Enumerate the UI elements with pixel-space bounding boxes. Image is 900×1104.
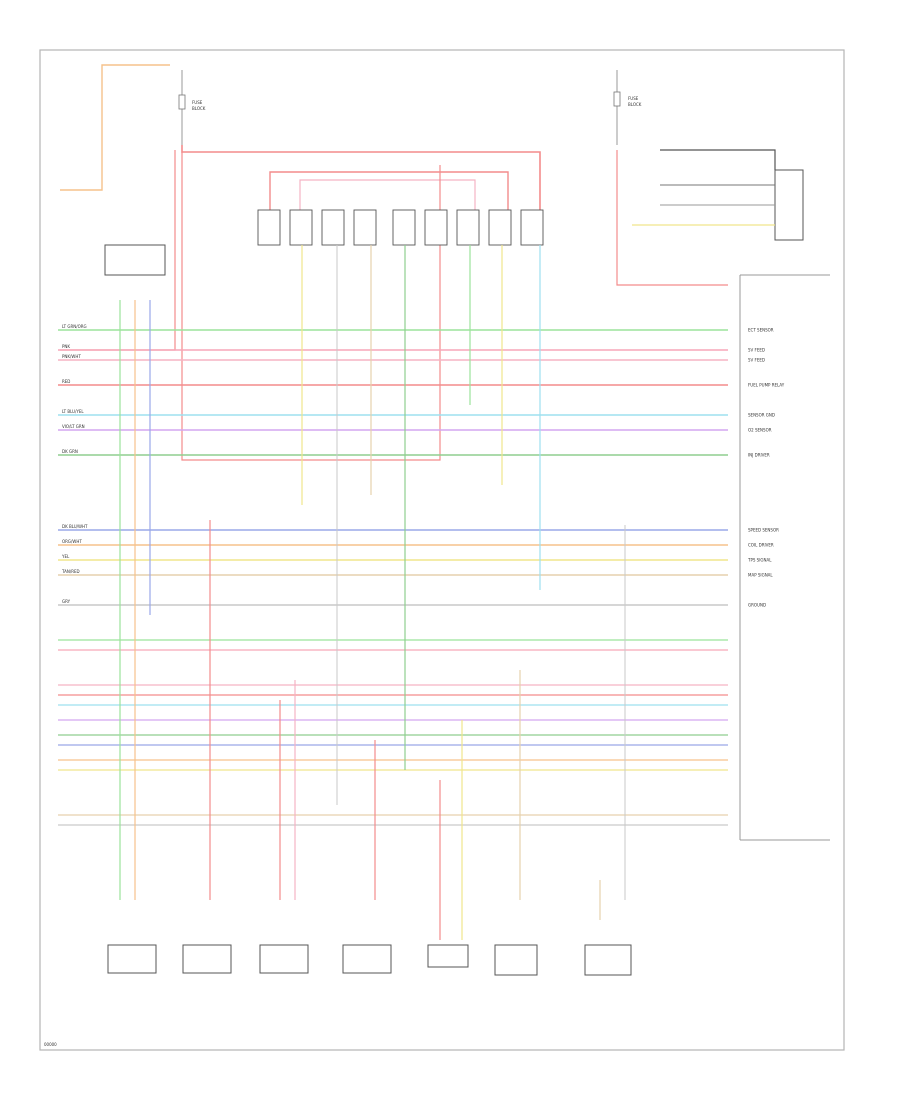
wire-left-label: GRY [62, 599, 71, 604]
right-module-box [774, 169, 804, 241]
wire-right-label: MAP SIGNAL [748, 573, 773, 578]
wire-left-label: ORG/WHT [62, 539, 82, 544]
left-sensor-box [104, 244, 166, 276]
wire-left-label: YEL [61, 554, 70, 559]
bottom-connectors [107, 944, 632, 976]
wire-right-label: COIL DRIVER [748, 543, 774, 548]
wire-left-label: TAN/RED [61, 569, 80, 574]
wire-left-label: DK GRN [62, 449, 78, 454]
svg-text:BLOCK: BLOCK [628, 102, 642, 107]
horizontal-wire-group [58, 329, 728, 826]
svg-text:BLOCK: BLOCK [192, 106, 206, 111]
diagram-border [39, 49, 845, 1051]
fuse-right [613, 91, 621, 107]
wire-left-label: VIO/LT GRN [62, 424, 85, 429]
wire-right-label: 5V FEED [748, 348, 765, 353]
wire-left-label: DK BLU/WHT [62, 524, 88, 529]
wire-left-label: LT BLU/YEL [62, 409, 84, 414]
wire-label-group: LT GRN/ORG ECT SENSOR PNK 5V FEED PNK/WHT 5V … [61, 324, 785, 608]
wire-left-label: PNK/WHT [62, 354, 81, 359]
wire-right-label: SENSOR GND [748, 413, 775, 418]
wire-left-label: RED [62, 379, 70, 384]
wire-orange-feed [60, 64, 170, 191]
red-power-bus-3 [299, 179, 476, 210]
wire-right-label: SPEED SENSOR [748, 528, 779, 533]
wire-right-label: FUEL PUMP RELAY [748, 383, 785, 388]
wire-right-label: GROUND [748, 603, 766, 608]
right-red-feed [616, 150, 728, 286]
svg-text:FUSE: FUSE [192, 100, 203, 105]
wire-right-label: ECT SENSOR [748, 328, 774, 333]
wire-right-label: TPS SIGNAL [747, 558, 772, 563]
red-power-bus-2 [269, 171, 509, 210]
red-drop-left [181, 152, 441, 461]
wire-right-label: INJ DRIVER [748, 453, 770, 458]
red-power-bus [181, 145, 541, 210]
fuse-left [178, 94, 186, 110]
wire-left-label: LT GRN/ORG [62, 324, 87, 329]
svg-text:FUSE: FUSE [628, 96, 639, 101]
wire-left-label: PNK [62, 344, 70, 349]
footer-mark: 00000 [44, 1042, 57, 1047]
vertical-wires [119, 245, 626, 940]
relay-row [257, 209, 544, 246]
wire-right-label: O2 SENSOR [748, 428, 772, 433]
right-module-wire-4 [660, 149, 776, 170]
wire-right-label: 5V FEED [748, 358, 765, 363]
